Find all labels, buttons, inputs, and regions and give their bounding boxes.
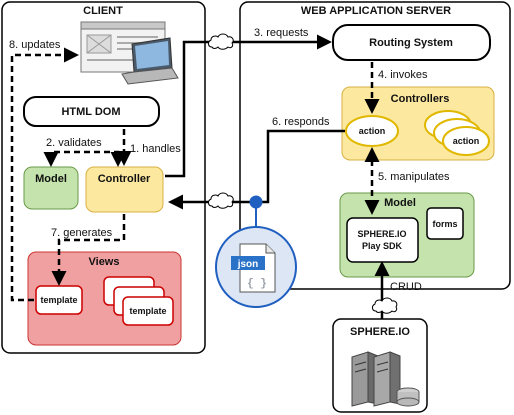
template-label: template — [40, 295, 77, 305]
client-model-box: Model — [23, 166, 79, 210]
laptop-browser-icon — [80, 21, 179, 85]
html-dom-label: HTML DOM — [61, 106, 120, 118]
client-title: CLIENT — [83, 5, 123, 17]
forms-box: forms — [426, 207, 464, 240]
server-model-label: Model — [384, 197, 416, 209]
server-rack-icon — [351, 351, 420, 407]
template-label: template — [129, 306, 166, 316]
views-label: Views — [89, 256, 120, 268]
network-cloud-icon — [208, 192, 234, 209]
client-model-label: Model — [35, 173, 67, 185]
arrow-validates-label: 2. validates — [46, 137, 102, 149]
network-cloud-icon — [372, 297, 398, 314]
arrow-responds-label: 6. responds — [272, 116, 330, 128]
arrow-generates: 7. generates — [51, 214, 126, 286]
html-dom-box: HTML DOM — [23, 96, 160, 127]
routing-system-box: Routing System — [332, 24, 491, 61]
action-node: action — [442, 126, 490, 156]
template-card: template — [35, 285, 83, 315]
forms-label: forms — [432, 219, 457, 229]
json-icon-label: json — [237, 259, 259, 270]
arrow-requests: 3. requests — [165, 27, 332, 178]
arrow-invokes-label: 4. invokes — [378, 69, 428, 81]
client-controller-box: Controller — [85, 166, 164, 213]
views-box: Views template template — [27, 251, 182, 346]
arrow-manipulates: 5. manipulates — [364, 147, 450, 215]
sdk-box: SPHERE.IO Play SDK — [346, 217, 419, 263]
template-card: template — [122, 296, 174, 326]
server-title: WEB APPLICATION SERVER — [301, 5, 451, 17]
controllers-box: Controllers action action — [341, 86, 495, 161]
arrow-requests-label: 3. requests — [254, 27, 309, 39]
arrow-generates-label: 7. generates — [51, 227, 113, 239]
arrow-handles: 1. handles — [116, 129, 181, 166]
arrow-manipulates-label: 5. manipulates — [378, 171, 450, 183]
json-file-icon: json { } — [215, 226, 297, 308]
action-label: action — [359, 126, 386, 136]
arrow-updates: 8. updates — [9, 39, 79, 302]
arrow-updates-label: 8. updates — [9, 39, 61, 51]
routing-system-label: Routing System — [369, 37, 453, 49]
action-label: action — [453, 136, 480, 146]
network-cloud-icon — [208, 33, 234, 50]
arrow-handles-label: 1. handles — [130, 143, 181, 155]
controllers-label: Controllers — [391, 93, 450, 105]
json-icon-glyph: { } — [247, 278, 267, 290]
arrow-crud-label: CRUD — [390, 281, 422, 293]
sdk-label-line1: SPHERE.IO — [357, 229, 406, 239]
action-node: action — [345, 115, 399, 147]
client-controller-label: Controller — [98, 173, 151, 185]
arrow-invokes: 4. invokes — [364, 62, 428, 114]
sdk-label-line2: Play SDK — [362, 241, 403, 251]
server-model-box: Model SPHERE.IO Play SDK forms — [339, 192, 475, 278]
json-connector — [249, 195, 263, 228]
sphere-io-title: SPHERE.IO — [350, 326, 410, 338]
